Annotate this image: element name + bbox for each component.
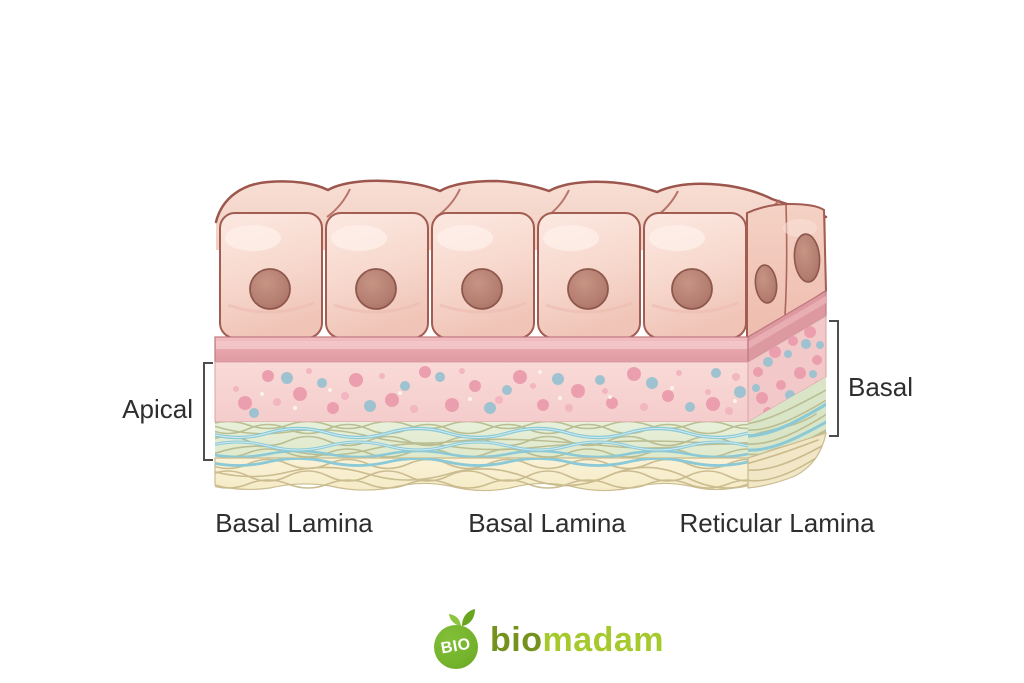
cell-nucleus xyxy=(567,268,609,310)
side-cell-face xyxy=(746,202,828,340)
epithelial-cell xyxy=(219,212,323,339)
epithelial-cell xyxy=(537,212,641,339)
epithelial-cell xyxy=(325,212,429,339)
cell-nucleus xyxy=(793,233,821,283)
biomadam-logo: BIO biomadam xyxy=(432,608,664,674)
cell-nucleus xyxy=(671,268,713,310)
basal-lamina-label-2: Basal Lamina xyxy=(468,508,626,538)
brand-part-bio: bio xyxy=(490,621,543,659)
bio-badge: BIO xyxy=(434,625,478,669)
cell-nucleus xyxy=(249,268,291,310)
epithelial-cell xyxy=(643,212,747,339)
front-cell-row xyxy=(219,212,747,339)
basal-label: Basal xyxy=(848,372,914,402)
basal-lamina-layer xyxy=(214,315,827,423)
apical-label: Apical xyxy=(122,394,193,424)
bio-badge-text: BIO xyxy=(439,635,473,658)
cell-nucleus xyxy=(355,268,397,310)
cell-nucleus xyxy=(754,264,778,304)
cell-nucleus xyxy=(461,268,503,310)
deep-connective-layer xyxy=(214,432,827,492)
basal-lamina-front-dots xyxy=(233,366,746,418)
leaf-icon xyxy=(449,609,475,626)
basal-lamina-label-1: Basal Lamina xyxy=(215,508,373,538)
reticular-lamina-label: Reticular Lamina xyxy=(679,508,875,538)
epithelial-cell xyxy=(431,212,535,339)
basal-bracket xyxy=(829,320,839,437)
brand-part-madam: madam xyxy=(542,621,665,659)
brand-name: biomadam xyxy=(490,621,664,660)
apical-bracket xyxy=(203,362,213,461)
